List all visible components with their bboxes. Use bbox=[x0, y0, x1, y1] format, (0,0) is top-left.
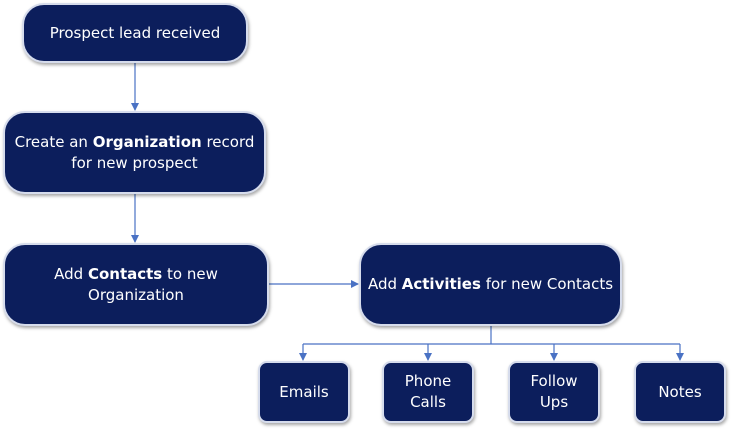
node-phone-calls: Phone Calls bbox=[382, 361, 474, 423]
label-part: for new Contacts bbox=[480, 275, 614, 293]
label-part: Create an bbox=[14, 132, 93, 151]
label-part: to new Organization bbox=[88, 264, 218, 304]
label-bold: Contacts bbox=[87, 264, 163, 283]
label-bold: Activities bbox=[401, 275, 481, 293]
node-add-contacts-label: Add Contacts to new Organization bbox=[5, 264, 267, 306]
node-phone-calls-label: Phone Calls bbox=[404, 372, 452, 411]
label-part: record for new prospect bbox=[71, 132, 255, 172]
node-create-organization: Create an Organization record for new pr… bbox=[3, 111, 266, 194]
node-notes-label: Notes bbox=[658, 382, 702, 401]
node-add-activities-label: Add Activities for new Contacts bbox=[362, 274, 619, 295]
node-follow-ups: Follow Ups bbox=[508, 361, 600, 423]
node-prospect-lead-label: Prospect lead received bbox=[49, 23, 221, 42]
node-follow-ups-label: Follow Ups bbox=[530, 372, 578, 411]
node-add-activities: Add Activities for new Contacts bbox=[359, 243, 622, 326]
node-prospect-lead: Prospect lead received bbox=[22, 3, 248, 63]
label-part: Add bbox=[54, 264, 88, 283]
label-part: Add bbox=[367, 275, 402, 293]
label-bold: Organization bbox=[92, 132, 202, 151]
node-create-organization-label: Create an Organization record for new pr… bbox=[5, 132, 264, 174]
node-emails: Emails bbox=[258, 361, 350, 423]
node-notes: Notes bbox=[634, 361, 726, 423]
node-add-contacts: Add Contacts to new Organization bbox=[3, 243, 269, 326]
node-emails-label: Emails bbox=[279, 382, 329, 401]
